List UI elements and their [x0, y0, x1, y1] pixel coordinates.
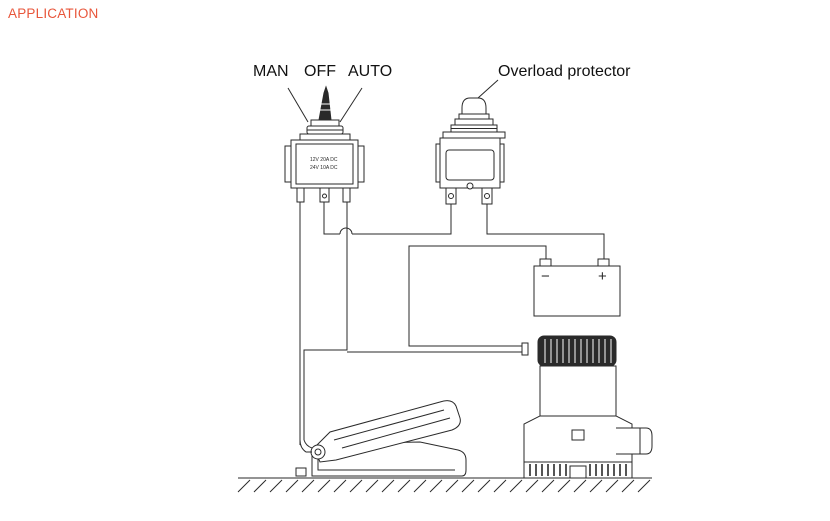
circuit-breaker-icon	[435, 97, 506, 205]
overload-protector-label: Overload protector	[498, 63, 631, 80]
switch-rating-line1: 12V 20A DC	[310, 157, 338, 163]
battery-minus-sign: −	[541, 268, 550, 285]
ground-hatch-icon	[237, 477, 652, 493]
switch-rating-line2: 24V 10A DC	[310, 165, 338, 171]
battery-icon	[533, 258, 621, 317]
float-switch-icon	[295, 400, 467, 477]
switch-label-auto: AUTO	[348, 63, 393, 80]
bilge-pump-icon	[523, 335, 653, 479]
toggle-switch-icon: 12V 20A DC 24V 10A DC	[284, 85, 365, 203]
switch-label-man: MAN	[253, 63, 289, 80]
battery-plus-sign: +	[598, 268, 607, 285]
wires	[299, 202, 605, 445]
switch-label-off: OFF	[304, 63, 336, 80]
section-title: APPLICATION	[8, 6, 99, 21]
label-leader-lines	[287, 79, 499, 123]
